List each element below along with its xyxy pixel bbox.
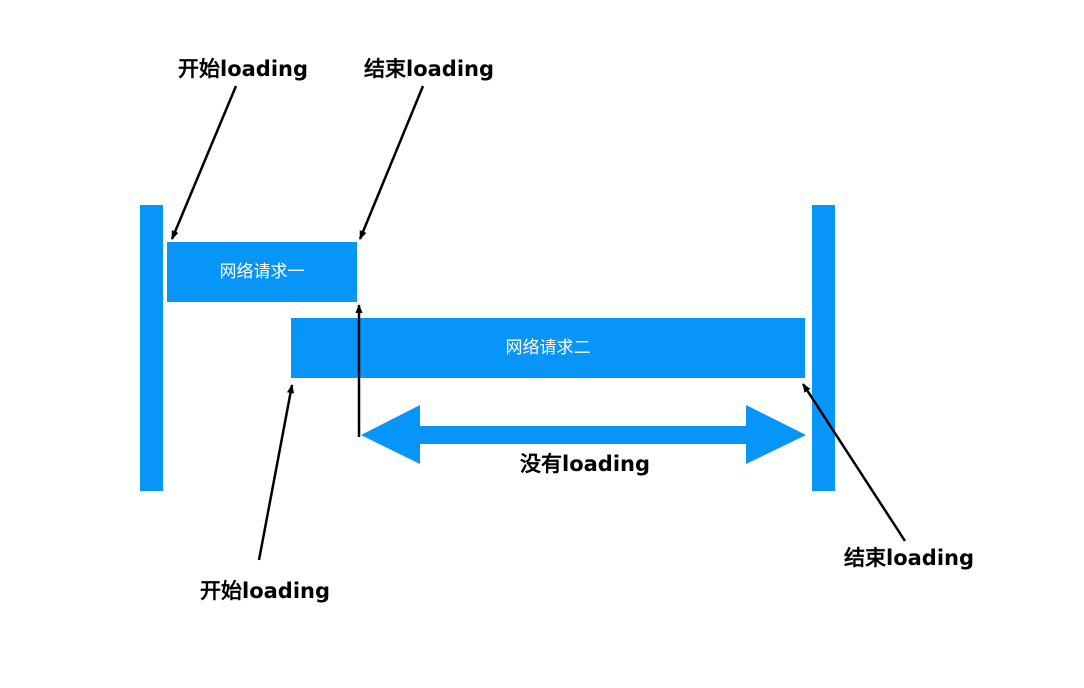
label-end-loading-bottom: 结束loading [844,546,975,570]
request-one-label: 网络请求一 [219,262,305,282]
request-one-bar [167,242,357,302]
request-two-label: 网络请求二 [505,338,591,358]
arrow-start-bottom [257,384,295,561]
timeline-right-boundary [812,205,835,491]
arrow-end-top [358,85,425,240]
label-end-loading-top: 结束loading [364,57,495,81]
request-two-bar [291,318,805,378]
arrow-end-bottom [801,383,907,542]
no-loading-double-arrow [361,405,806,464]
label-start-loading-bottom: 开始loading [200,579,331,603]
label-no-loading: 没有loading [520,452,651,476]
timeline-left-boundary [140,205,163,491]
label-start-loading-top: 开始loading [178,57,309,81]
arrow-start-top [170,85,238,240]
